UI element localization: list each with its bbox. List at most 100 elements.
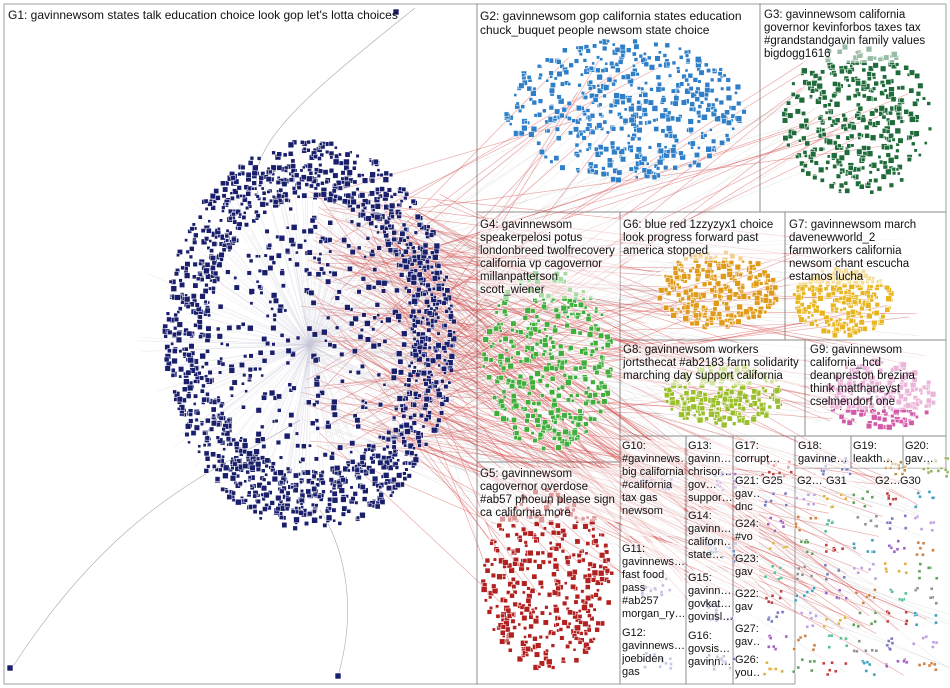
node	[782, 117, 789, 124]
node	[228, 441, 233, 447]
node	[528, 131, 535, 138]
node	[232, 219, 238, 225]
node	[551, 571, 557, 577]
edge-internal	[172, 344, 311, 351]
edge-internal	[309, 344, 417, 402]
node	[386, 485, 392, 491]
node	[349, 450, 353, 454]
node	[236, 185, 242, 191]
node	[523, 626, 528, 631]
node	[658, 50, 662, 55]
edge-internal	[309, 186, 382, 346]
node	[510, 393, 517, 399]
node	[596, 400, 601, 405]
node	[314, 503, 319, 508]
node	[620, 53, 626, 59]
node	[184, 261, 191, 268]
node	[889, 119, 896, 126]
node	[799, 302, 805, 308]
node	[772, 284, 779, 291]
node	[867, 65, 874, 72]
node	[767, 278, 772, 283]
node	[392, 448, 398, 454]
cluster-g6	[656, 250, 779, 330]
node	[725, 119, 732, 126]
node	[220, 361, 226, 367]
node	[690, 145, 694, 150]
node	[736, 295, 742, 300]
node	[636, 86, 641, 91]
node	[255, 254, 259, 259]
node	[369, 171, 376, 178]
node	[260, 436, 266, 442]
node	[204, 261, 211, 268]
node	[580, 91, 586, 96]
node	[855, 80, 861, 87]
node	[421, 424, 426, 429]
node	[580, 359, 588, 367]
node	[403, 248, 409, 255]
node	[371, 327, 376, 332]
node	[376, 372, 382, 378]
node	[588, 65, 594, 71]
node	[510, 379, 516, 384]
node	[416, 356, 423, 363]
node	[834, 297, 840, 303]
edge-internal	[309, 344, 415, 396]
node	[890, 96, 897, 103]
node	[610, 176, 617, 183]
node	[820, 69, 826, 75]
node	[582, 376, 589, 383]
node	[215, 435, 220, 440]
node	[721, 414, 727, 420]
node	[555, 444, 562, 451]
node	[598, 112, 603, 117]
node	[577, 49, 582, 53]
node	[255, 213, 261, 219]
node	[656, 158, 664, 166]
node	[843, 180, 849, 186]
node	[534, 370, 541, 377]
node	[689, 140, 696, 147]
node	[689, 101, 695, 107]
node	[288, 257, 293, 262]
node	[233, 178, 240, 185]
node	[849, 133, 855, 139]
node	[484, 567, 491, 574]
node	[316, 173, 321, 178]
node	[544, 605, 549, 610]
node	[484, 557, 491, 564]
node	[580, 72, 584, 77]
node	[311, 517, 318, 524]
node	[533, 113, 538, 118]
node	[406, 382, 412, 388]
node	[666, 110, 672, 116]
node	[826, 154, 831, 159]
node	[707, 262, 713, 268]
node	[225, 202, 230, 206]
node	[198, 375, 205, 381]
node	[340, 477, 346, 483]
node	[515, 329, 519, 334]
node	[260, 373, 264, 378]
node	[287, 141, 295, 149]
node	[334, 145, 338, 150]
node	[518, 108, 523, 113]
node	[795, 154, 800, 159]
node	[521, 73, 526, 78]
node	[711, 102, 716, 108]
node	[526, 85, 532, 92]
node	[224, 430, 231, 437]
node	[263, 491, 270, 499]
node	[209, 193, 216, 200]
node	[346, 243, 352, 249]
node	[866, 150, 874, 157]
node	[491, 583, 497, 589]
node	[845, 95, 852, 101]
node	[354, 417, 361, 424]
node	[588, 86, 593, 91]
node	[331, 343, 338, 349]
node	[682, 289, 690, 296]
node	[188, 343, 195, 350]
node	[881, 114, 887, 120]
